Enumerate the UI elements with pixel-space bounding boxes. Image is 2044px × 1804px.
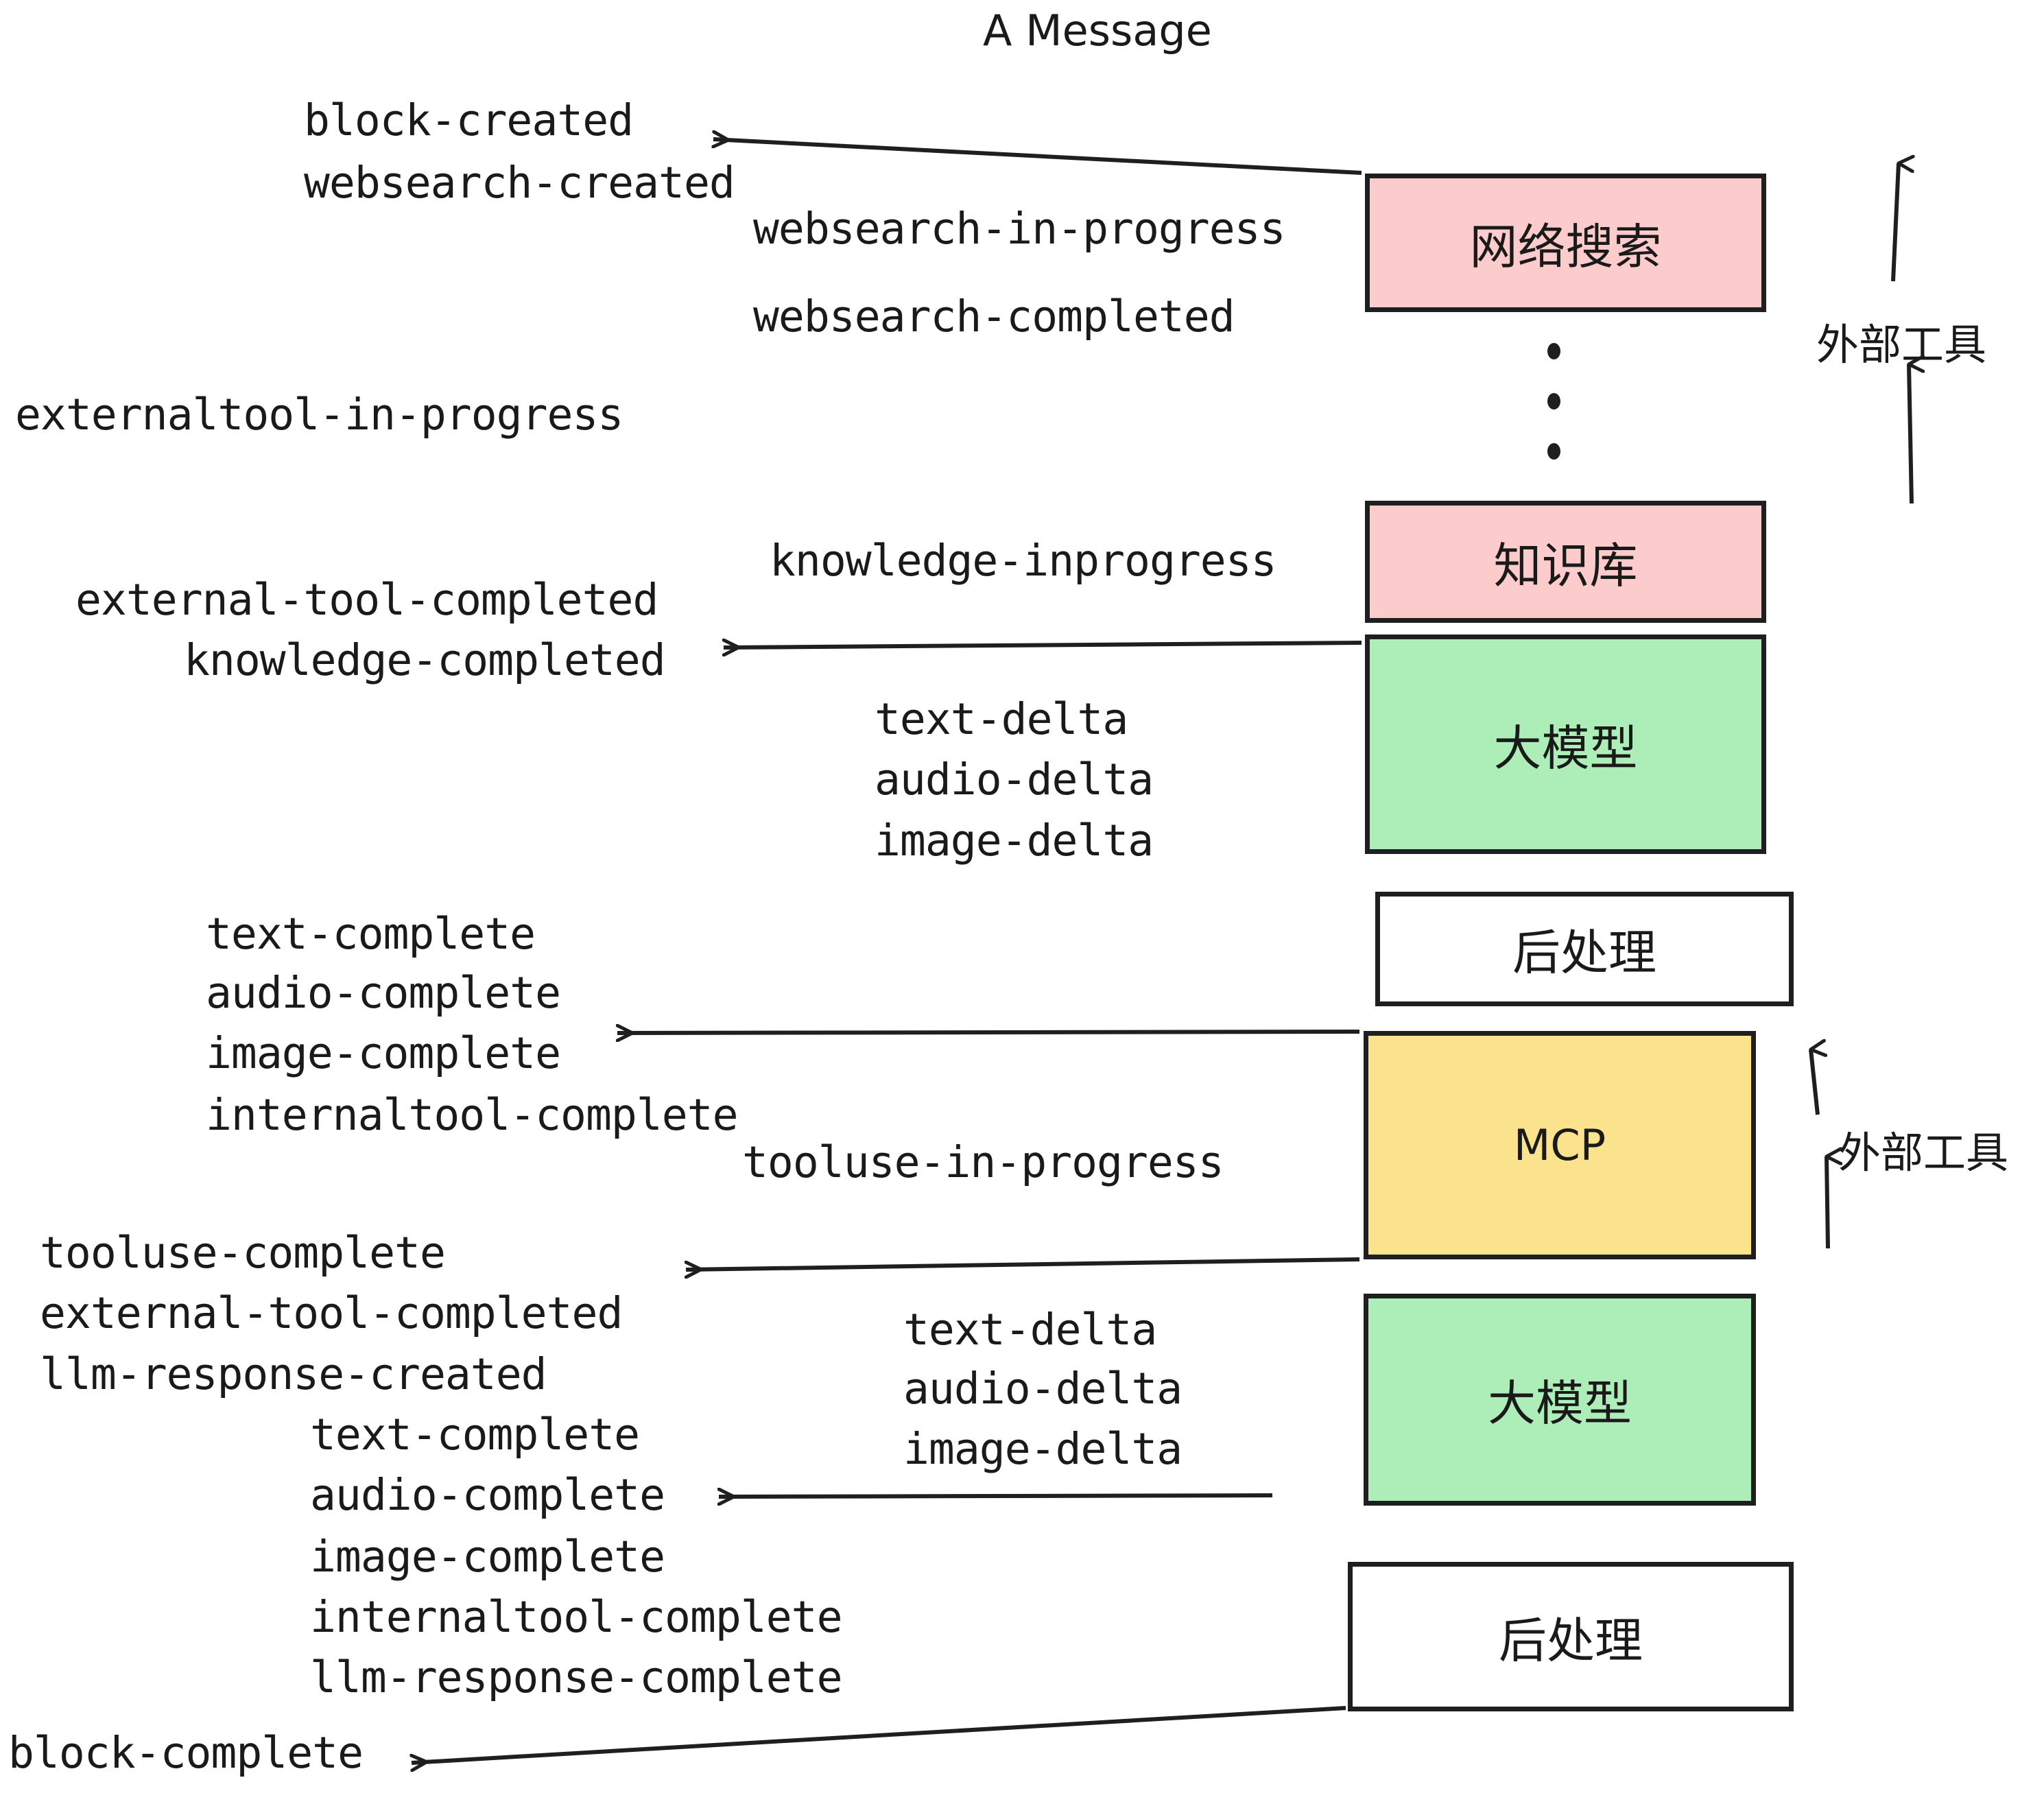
arrow-block-complete <box>412 1706 1346 1763</box>
event-label-block-created: block-created <box>304 95 634 145</box>
event-label-llm-response-complete: llm-response-complete <box>310 1652 843 1702</box>
component-box-label: 大模型 <box>1493 720 1638 776</box>
arrow-audio-complete-2 <box>719 1495 1273 1497</box>
event-label-audio-complete-2: audio-complete <box>310 1470 665 1520</box>
event-label-external-tool-completed-1: external-tool-completed <box>75 575 658 625</box>
component-box-websearch[interactable]: 网络搜索 <box>1365 174 1766 312</box>
arrow-tooluse-complete <box>686 1257 1360 1270</box>
arrow-external-tool-down-1 <box>1907 364 1912 504</box>
event-label-image-delta-1: image-delta <box>875 816 1154 866</box>
event-label-knowledge-completed: knowledge-completed <box>184 635 666 685</box>
side-label-external-tool-1: 外部工具 <box>1816 320 1987 370</box>
component-box-mcp[interactable]: MCP <box>1364 1031 1756 1259</box>
arrow-image-complete-1 <box>617 1032 1360 1033</box>
arrow-external-tool-down-2 <box>1825 1156 1828 1249</box>
arrow-external-tool-up-1 <box>1891 163 1899 282</box>
event-label-external-tool-completed-2: external-tool-completed <box>40 1288 623 1338</box>
event-label-websearch-in-progress: websearch-in-progress <box>753 204 1286 254</box>
event-label-internaltool-complete-2: internaltool-complete <box>310 1592 843 1642</box>
event-label-block-complete: block-complete <box>8 1728 364 1778</box>
event-label-image-complete-2: image-complete <box>310 1532 665 1582</box>
event-label-text-delta-2: text-delta <box>903 1305 1157 1355</box>
event-label-knowledge-inprogress: knowledge-inprogress <box>770 536 1277 586</box>
event-label-websearch-created: websearch-created <box>304 158 735 208</box>
vertical-ellipsis-icon <box>1545 343 1562 460</box>
component-box-llm-1[interactable]: 大模型 <box>1365 634 1766 854</box>
component-box-label: MCP <box>1513 1120 1606 1170</box>
component-box-label: 后处理 <box>1512 925 1656 981</box>
event-label-audio-delta-1: audio-delta <box>875 755 1154 805</box>
component-box-knowledge[interactable]: 知识库 <box>1365 501 1766 623</box>
event-label-externaltool-in-progress: externaltool-in-progress <box>15 390 623 440</box>
arrow-websearch-created <box>713 139 1362 175</box>
event-label-internaltool-complete-1: internaltool-complete <box>206 1090 739 1140</box>
event-label-llm-response-created: llm-response-created <box>40 1349 547 1399</box>
side-label-external-tool-2: 外部工具 <box>1838 1128 2009 1178</box>
component-box-label: 大模型 <box>1488 1375 1632 1432</box>
event-label-audio-complete-1: audio-complete <box>206 968 561 1018</box>
event-label-image-delta-2: image-delta <box>903 1424 1183 1474</box>
event-label-text-complete-1: text-complete <box>206 909 536 959</box>
event-label-image-complete-1: image-complete <box>206 1028 561 1078</box>
event-label-tooluse-complete: tooluse-complete <box>40 1228 446 1278</box>
event-label-websearch-completed: websearch-completed <box>753 292 1235 342</box>
component-box-postprocess-2[interactable]: 后处理 <box>1348 1562 1794 1711</box>
component-box-label: 网络搜索 <box>1469 218 1662 275</box>
component-box-label: 知识库 <box>1493 537 1638 594</box>
page-title: A Message <box>983 5 1212 56</box>
component-box-llm-2[interactable]: 大模型 <box>1364 1294 1756 1506</box>
component-box-postprocess-1[interactable]: 后处理 <box>1375 892 1794 1006</box>
arrow-external-tool-up-2 <box>1809 1049 1818 1115</box>
event-label-text-delta-1: text-delta <box>875 694 1128 744</box>
arrow-knowledge-completed <box>724 643 1362 648</box>
event-label-text-complete-2: text-complete <box>310 1410 640 1460</box>
component-box-label: 后处理 <box>1499 1612 1643 1669</box>
event-label-audio-delta-2: audio-delta <box>903 1364 1183 1414</box>
event-label-tooluse-in-progress: tooluse-in-progress <box>742 1137 1224 1187</box>
